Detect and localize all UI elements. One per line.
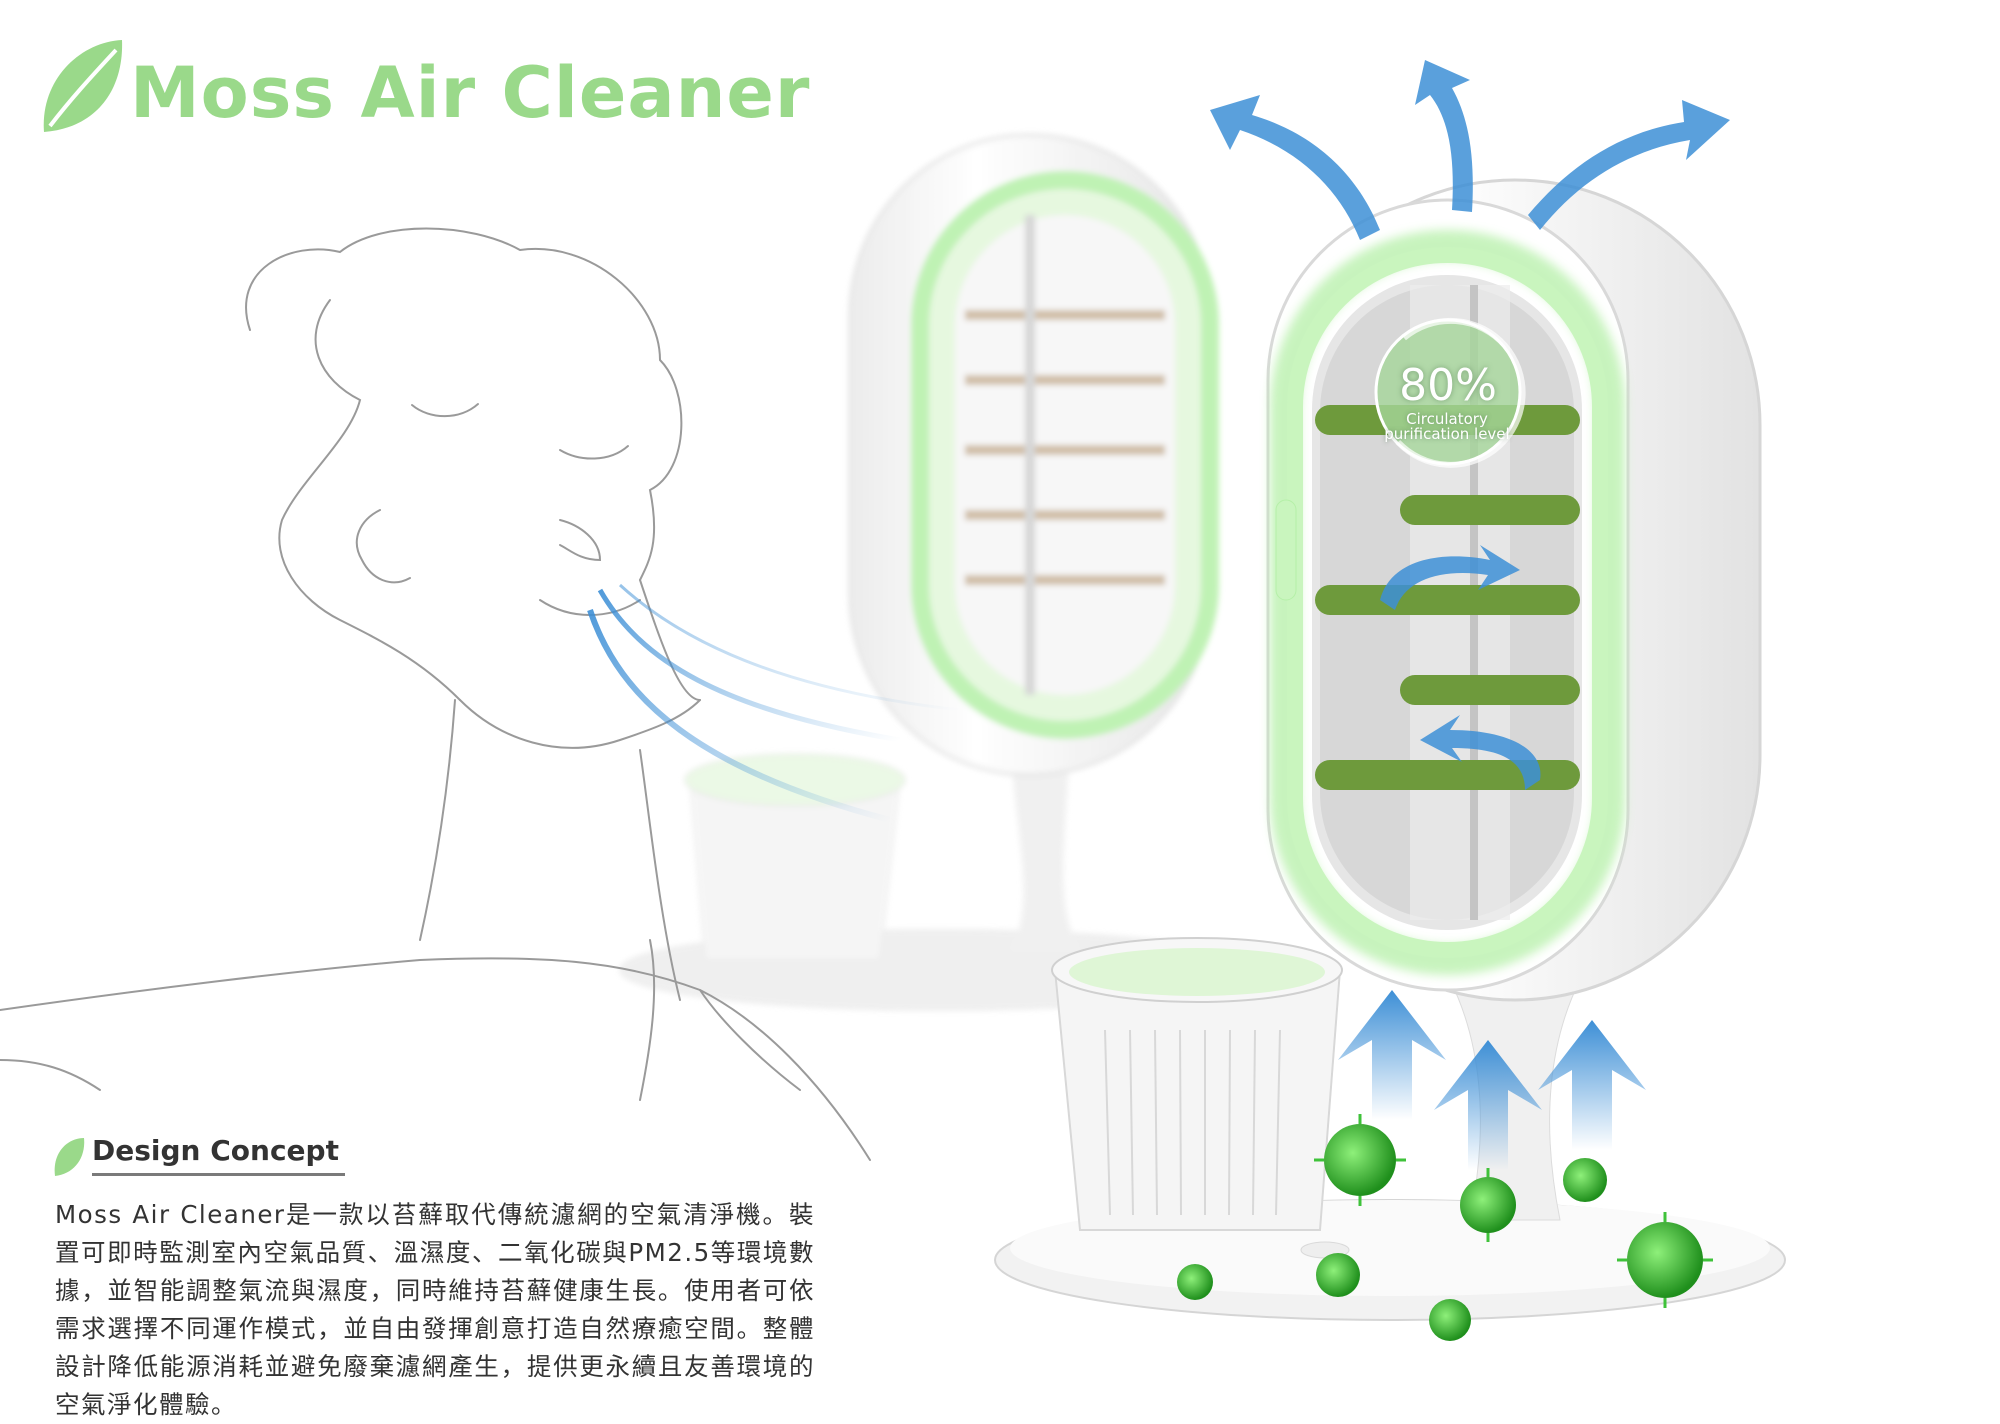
concept-heading: Design Concept (92, 1134, 345, 1176)
virus-icon (1429, 1299, 1471, 1341)
purification-value: 80% (1399, 360, 1497, 411)
virus-icon (1627, 1222, 1703, 1298)
virus-icon (1316, 1253, 1360, 1297)
virus-icon (1177, 1264, 1213, 1300)
virus-icon (1460, 1177, 1516, 1233)
purification-label: Circulatory purification level (1384, 410, 1510, 443)
page-title: Moss Air Cleaner (130, 52, 811, 134)
face-sketch (0, 227, 871, 1161)
leaf-icon (43, 40, 123, 132)
outflow-arrows (1210, 60, 1730, 240)
virus-icon (1563, 1158, 1607, 1202)
leaf-icon (54, 1138, 85, 1176)
virus-icon (1324, 1124, 1396, 1196)
main-device (994, 178, 1786, 1321)
intake-arrows (1338, 990, 1646, 1170)
concept-body: Moss Air Cleaner是一款以苔蘚取代傳統濾網的空氣清淨機。裝置可即時… (55, 1200, 815, 1419)
breath-airflow (587, 583, 961, 823)
virus-particles (1177, 1114, 1713, 1341)
back-device (619, 133, 1261, 1011)
